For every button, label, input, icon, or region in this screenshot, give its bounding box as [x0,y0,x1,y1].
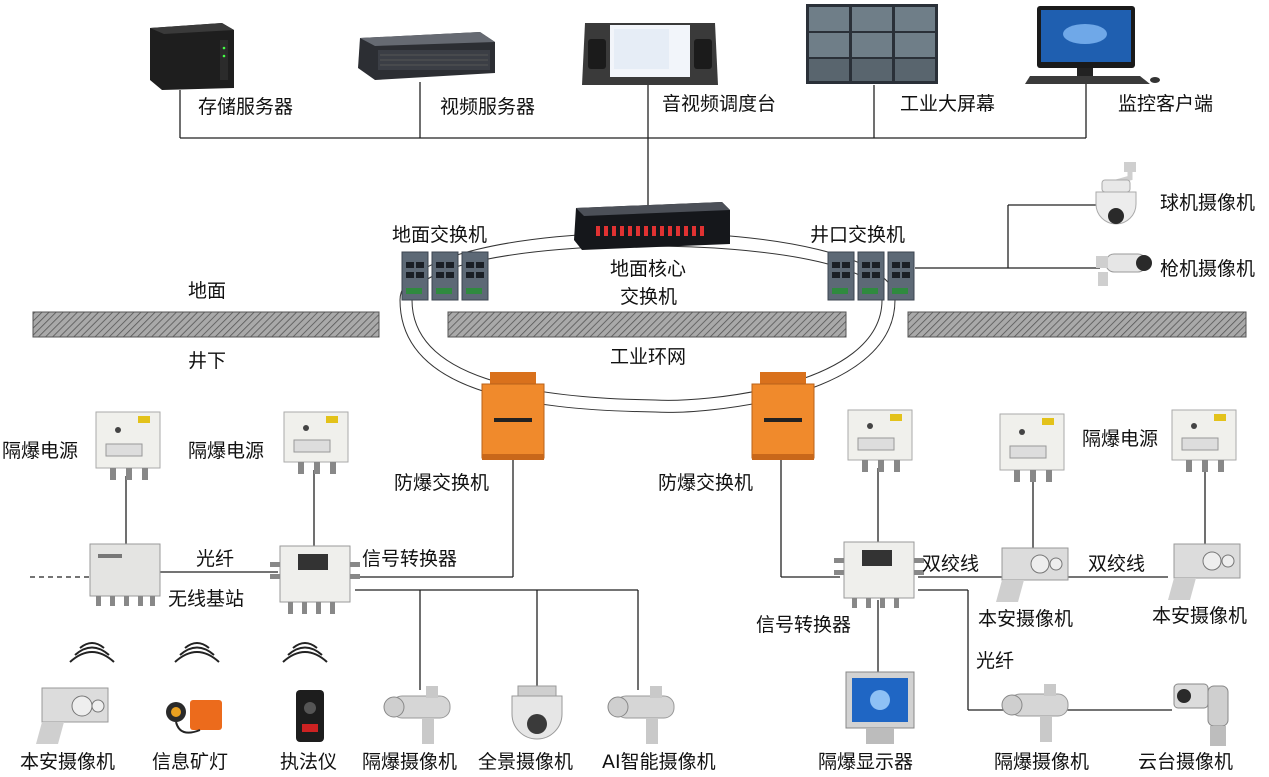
ai-camera-icon [607,686,675,744]
underground-level-label: 井下 [188,350,227,372]
twisted-pair-1-label: 双绞线 [922,553,980,575]
surface-switch-label: 地面交换机 [392,224,488,246]
power-supply-2-label: 隔爆电源 [188,440,265,462]
intrinsic-camera-right-1-label: 本安摄像机 [978,608,1074,630]
wireless-base-station-icon [89,543,161,606]
power-supply-4-icon [999,413,1065,482]
info-mine-lamp-icon [166,700,222,734]
bottom-device-label-3: 隔爆摄像机 [362,751,458,773]
power-supply-2-icon [283,411,349,474]
intrinsic-camera-right-2-label: 本安摄像机 [1152,605,1248,627]
industrial-screen-label: 工业大屏幕 [900,93,996,115]
ground-bar-center [447,311,847,338]
av-console-icon [582,23,718,85]
surface-level-label: 地面 [188,280,227,302]
intrinsic-camera-right-2-icon [1168,543,1241,600]
industrial-screen-icon [806,4,938,84]
intrinsic-camera-left-icon [36,687,109,744]
ground-bar-left [32,311,380,338]
panoramic-camera-icon [511,685,563,740]
ring-network-label: 工业环网 [610,346,687,368]
flameproof-camera-left-icon [383,686,451,744]
video-server-label: 视频服务器 [440,96,536,118]
intrinsic-camera-right-1-icon [996,547,1069,602]
wireless-base-label: 无线基站 [168,588,245,610]
power-supply-5-icon [1171,409,1237,472]
shaft-switch-icon [827,251,915,301]
bottom-device-label-0: 本安摄像机 [20,751,116,773]
monitor-client-label: 监控客户端 [1118,93,1214,115]
power-supply-1-label: 隔爆电源 [2,440,79,462]
explosion-switch-left-label: 防爆交换机 [394,472,490,494]
flameproof-camera-right-label: 隔爆摄像机 [994,751,1090,773]
bottom-device-label-2: 执法仪 [280,751,338,773]
av-console-label: 音视频调度台 [662,93,777,115]
storage-server-icon [150,23,234,90]
top-bus-lines [179,82,1087,208]
bottom-device-label-1: 信息矿灯 [152,751,229,773]
signal-converter-right-label: 信号转换器 [756,614,852,636]
explosion-proof-switch-left-icon [481,372,545,460]
signal-converter-left-label: 信号转换器 [362,548,458,570]
ptz-camera-icon [1173,683,1229,746]
wireless-signals [69,642,328,663]
explosion-switch-right-label: 防爆交换机 [658,472,754,494]
power-supply-1-icon [95,411,161,480]
video-server-icon [358,32,495,80]
signal-converter-right-icon [834,541,924,608]
gun-camera-label: 枪机摄像机 [1160,258,1256,280]
right-underground-lines [780,460,1206,711]
core-switch-label-2: 交换机 [620,286,678,308]
storage-server-label: 存储服务器 [198,96,294,118]
fiber-right-label: 光纤 [976,650,1015,672]
ground-bar-right [907,311,1247,338]
dome-camera-label: 球机摄像机 [1160,192,1256,214]
dome-camera-icon [1095,162,1137,225]
flameproof-display-label: 隔爆显示器 [818,751,914,773]
flameproof-camera-right-icon [1001,684,1069,742]
flameproof-display-icon [845,671,915,744]
explosion-proof-switch-right-icon [751,372,815,460]
power-supply-3-icon [847,409,913,472]
bottom-device-label-4: 全景摄像机 [478,751,574,773]
fiber-left-label: 光纤 [196,548,235,570]
core-switch-icon [574,202,730,250]
signal-converter-left-icon [270,545,360,614]
left-underground-lines [30,460,639,690]
bottom-device-label-5: AI智能摄像机 [602,751,716,773]
core-switch-label-1: 地面核心 [610,258,687,280]
ptz-camera-label: 云台摄像机 [1138,751,1234,773]
shaft-switch-label: 井口交换机 [810,224,906,246]
power-supply-right-label: 隔爆电源 [1082,428,1159,450]
monitor-client-icon [1025,6,1160,84]
gun-camera-icon [1096,253,1152,286]
law-enforcement-recorder-icon [296,690,324,742]
twisted-pair-2-label: 双绞线 [1088,553,1146,575]
right-camera-lines [915,204,1100,269]
surface-switch-icon [401,251,489,301]
